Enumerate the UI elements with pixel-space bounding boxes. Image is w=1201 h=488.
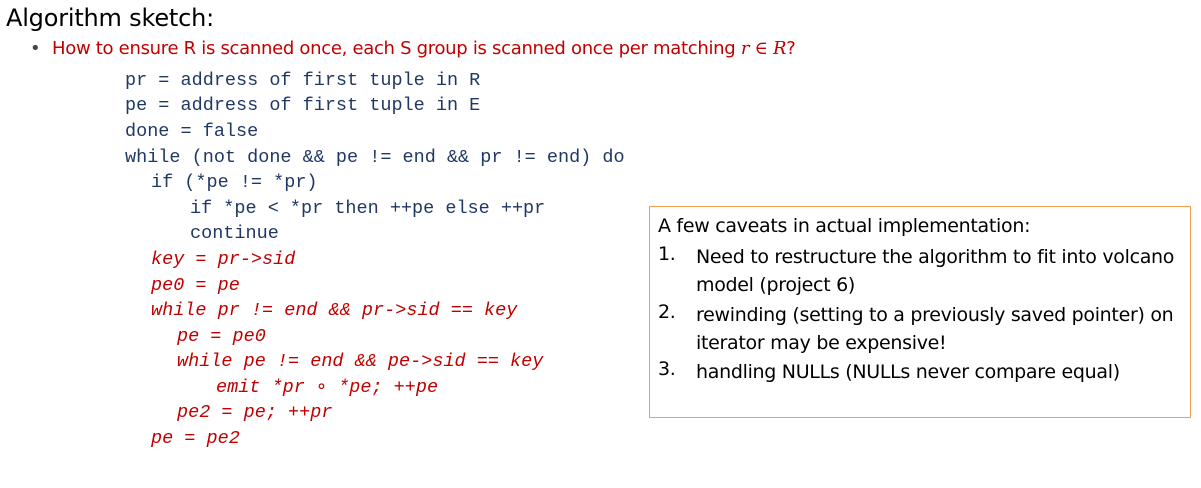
bullet-question: How to ensure R is scanned once, each S …: [52, 38, 741, 59]
bullet-math: r ∈ R: [740, 38, 787, 59]
caveats-heading: A few caveats in actual implementation:: [658, 215, 1031, 237]
caveat-number: 3.: [658, 358, 676, 380]
code-line-advance: if *pe < *pr then ++pe else ++pr: [190, 198, 546, 219]
bullet-suffix: ?: [786, 38, 796, 59]
code-line-pr: pr = address of first tuple in R: [125, 70, 481, 91]
caveats-box: A few caveats in actual implementation: …: [649, 206, 1191, 418]
bullet-item: • How to ensure R is scanned once, each …: [30, 38, 796, 59]
code-line-if: if (*pe != *pr): [151, 172, 318, 193]
code-line-done: done = false: [125, 121, 259, 142]
caveat-text: handling NULLs (NULLs never compare equa…: [696, 361, 1120, 383]
caveat-number: 2.: [658, 301, 676, 323]
code-line-while: while (not done && pe != end && pr != en…: [125, 147, 625, 168]
caveat-item: 2. rewinding (setting to a previously sa…: [658, 301, 1176, 357]
caveat-number: 1.: [658, 243, 676, 265]
code-line-continue: continue: [190, 223, 279, 244]
caveat-text: rewinding (setting to a previously saved…: [696, 304, 1174, 354]
code-line-pe0: pe0 = pe: [151, 275, 240, 296]
code-line-pe: pe = address of first tuple in E: [125, 95, 481, 116]
caveat-item: 3. handling NULLs (NULLs never compare e…: [658, 358, 1176, 386]
caveat-text: Need to restructure the algorithm to fit…: [696, 246, 1175, 296]
bullet-marker: •: [30, 38, 41, 59]
caveat-item: 1. Need to restructure the algorithm to …: [658, 243, 1176, 299]
code-line-key: key = pr->sid: [151, 249, 296, 270]
code-line-while-pr: while pr != end && pr->sid == key: [151, 300, 518, 321]
code-line-emit: emit *pr ∘ *pe; ++pe: [216, 377, 439, 398]
bullet-text: How to ensure R is scanned once, each S …: [52, 38, 796, 59]
code-line-restore-pe: pe = pe2: [151, 428, 240, 449]
code-line-reset-pe: pe = pe0: [177, 326, 266, 347]
code-line-while-pe: while pe != end && pe->sid == key: [177, 351, 544, 372]
slide-title: Algorithm sketch:: [6, 4, 214, 32]
code-line-pe2: pe2 = pe; ++pr: [177, 402, 333, 423]
